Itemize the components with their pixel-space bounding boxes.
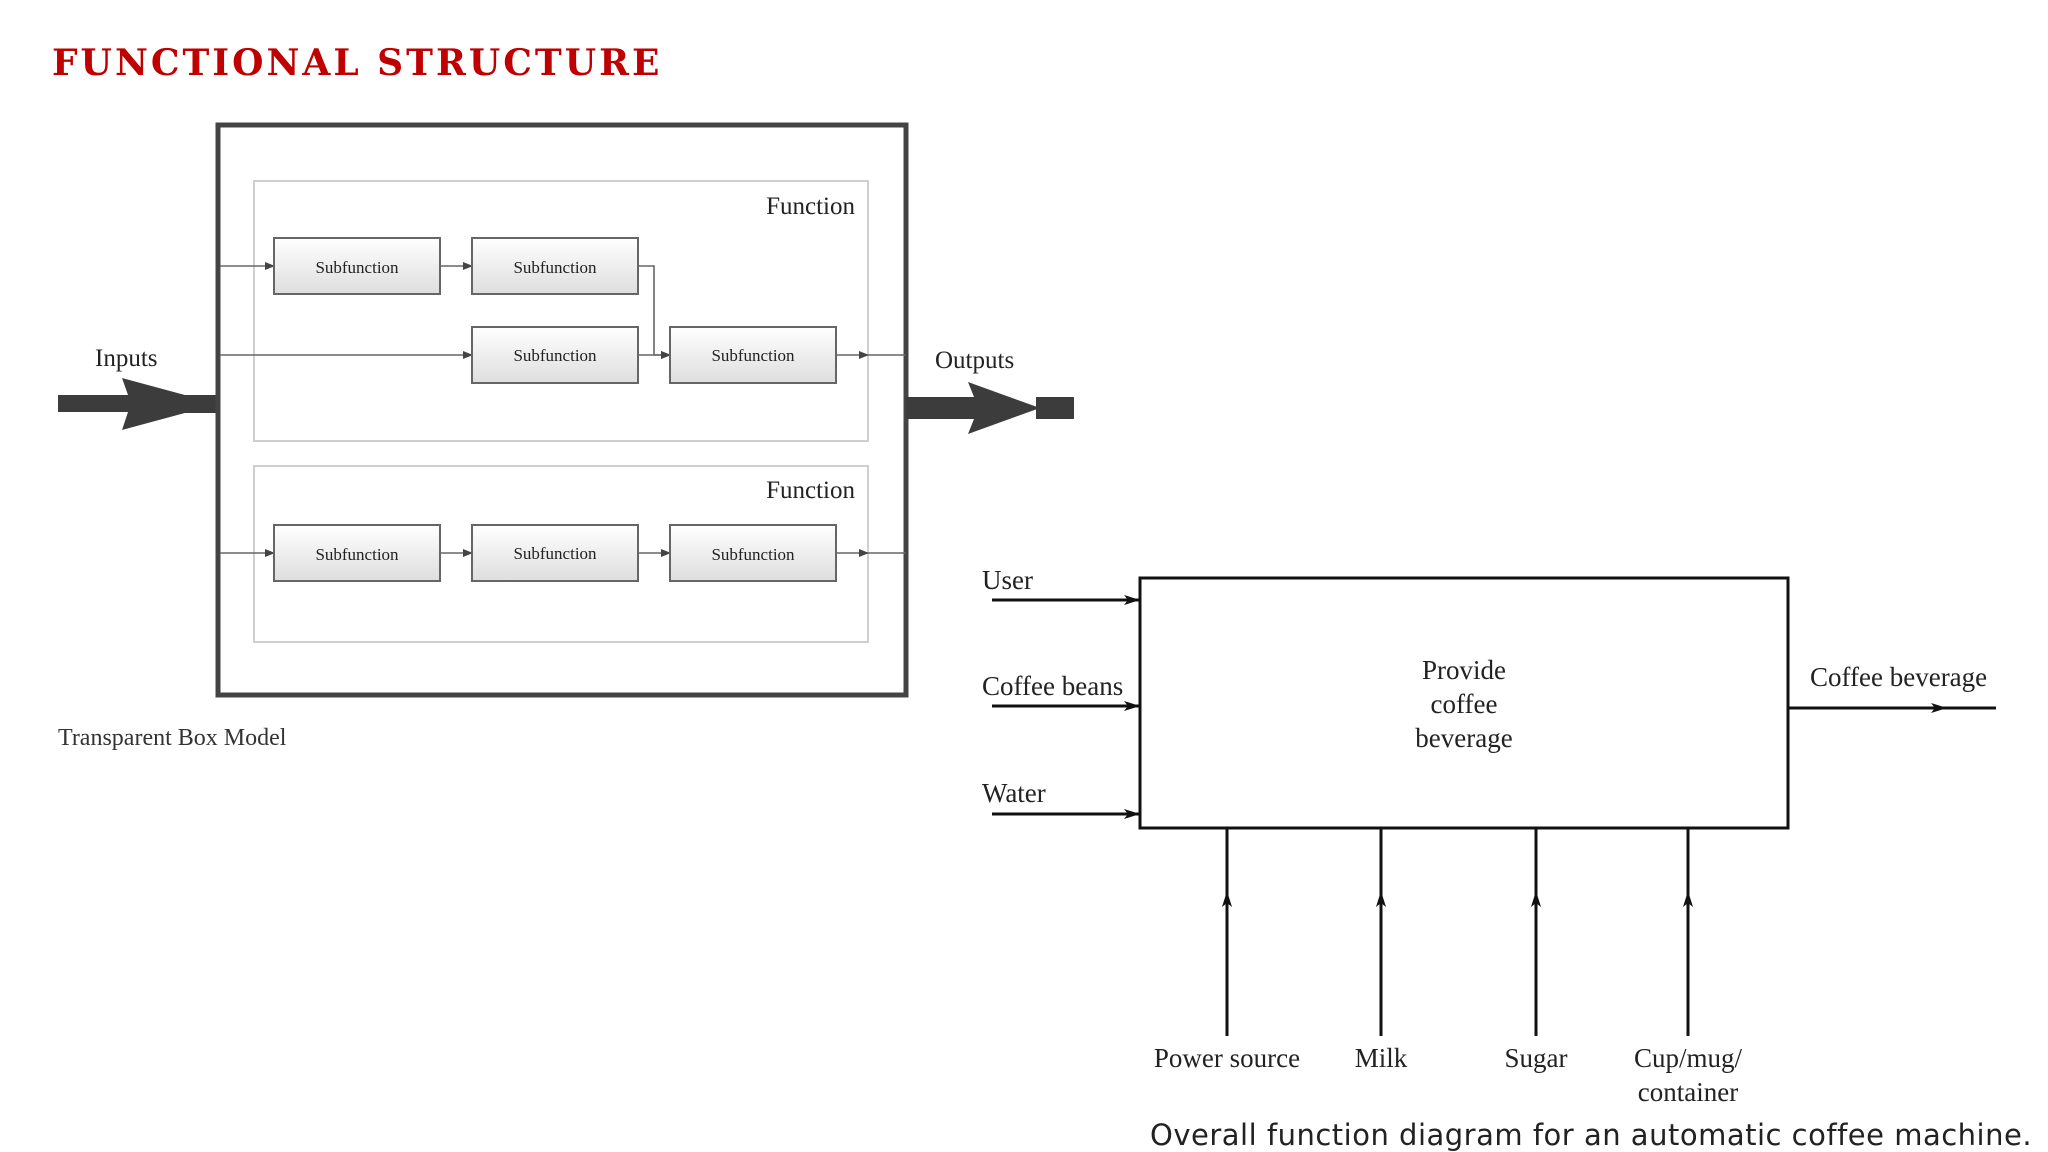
coffee-function-diagram: Provide coffee beverage User Coffee bean… bbox=[982, 565, 1996, 1107]
subfunction-label: Subfunction bbox=[513, 544, 597, 563]
transparent-box-caption: Transparent Box Model bbox=[58, 725, 287, 751]
subfunction-box: Subfunction bbox=[273, 237, 441, 295]
outputs-label: Outputs bbox=[935, 347, 1014, 374]
subfunction-box: Subfunction bbox=[273, 524, 441, 582]
provide-coffee-box bbox=[1138, 576, 1790, 830]
subfunction-box: Subfunction bbox=[471, 237, 639, 295]
input-label-cup-line-2: container bbox=[1638, 1077, 1738, 1107]
subfunction-label: Subfunction bbox=[315, 545, 399, 564]
input-label-sugar: Sugar bbox=[1505, 1043, 1568, 1073]
function-label-2: Function bbox=[766, 477, 855, 504]
subfunction-box: Subfunction bbox=[471, 524, 639, 582]
coffee-diagram-caption: Overall function diagram for an automati… bbox=[1150, 1118, 2033, 1152]
output-label-coffee-beverage: Coffee beverage bbox=[1810, 662, 1987, 692]
input-label-cup-line-1: Cup/mug/ bbox=[1634, 1043, 1743, 1073]
input-label-milk: Milk bbox=[1355, 1043, 1408, 1073]
input-label-water: Water bbox=[982, 778, 1046, 808]
subfunction-box: Subfunction bbox=[471, 326, 639, 384]
page-title: FUNCTIONAL STRUCTURE bbox=[52, 42, 663, 84]
function-label-1: Function bbox=[766, 193, 855, 220]
subfunction-box: Subfunction bbox=[669, 524, 837, 582]
function-box-1 bbox=[253, 180, 869, 442]
subfunction-label: Subfunction bbox=[315, 258, 399, 277]
subfunction-label: Subfunction bbox=[513, 258, 597, 277]
subfunction-box: Subfunction bbox=[669, 326, 837, 384]
center-line-1: Provide bbox=[1422, 655, 1506, 685]
input-label-user: User bbox=[982, 565, 1033, 595]
subfunction-label: Subfunction bbox=[711, 346, 795, 365]
subfunction-label: Subfunction bbox=[513, 346, 597, 365]
input-label-coffee-beans: Coffee beans bbox=[982, 671, 1123, 701]
transparent-box-model: Inputs Function Function Subfunction bbox=[58, 122, 1074, 751]
outputs-arrow bbox=[906, 382, 1040, 434]
subfunction-label: Subfunction bbox=[711, 545, 795, 564]
center-line-2: coffee bbox=[1431, 689, 1498, 719]
input-label-power-source: Power source bbox=[1154, 1043, 1300, 1073]
inputs-label: Inputs bbox=[95, 345, 158, 372]
center-line-3: beverage bbox=[1415, 723, 1512, 753]
